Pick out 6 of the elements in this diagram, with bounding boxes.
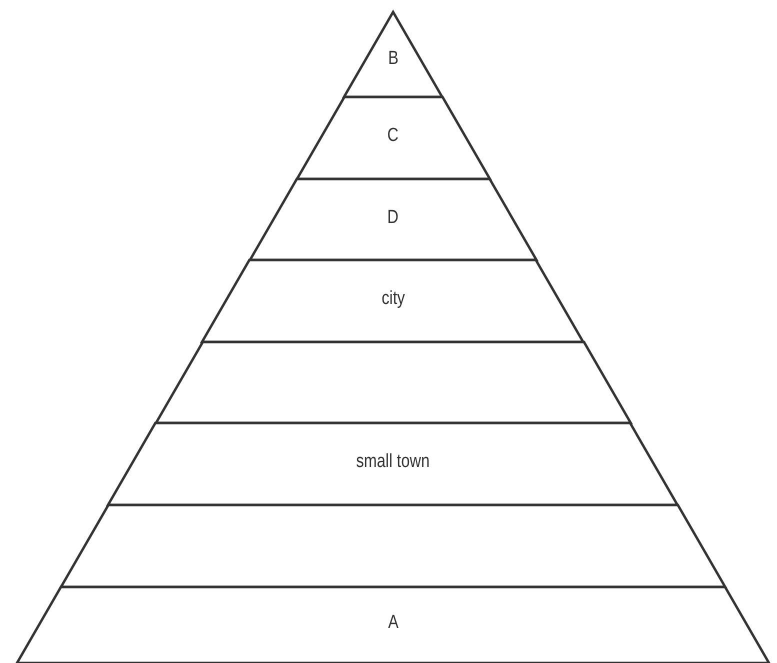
- tier-label: city: [381, 288, 405, 310]
- tier-label: C: [387, 125, 399, 147]
- tier-label: B: [388, 48, 398, 70]
- tier-label: D: [387, 206, 399, 228]
- tier-label: small town: [356, 451, 430, 473]
- tier-label: A: [388, 612, 398, 634]
